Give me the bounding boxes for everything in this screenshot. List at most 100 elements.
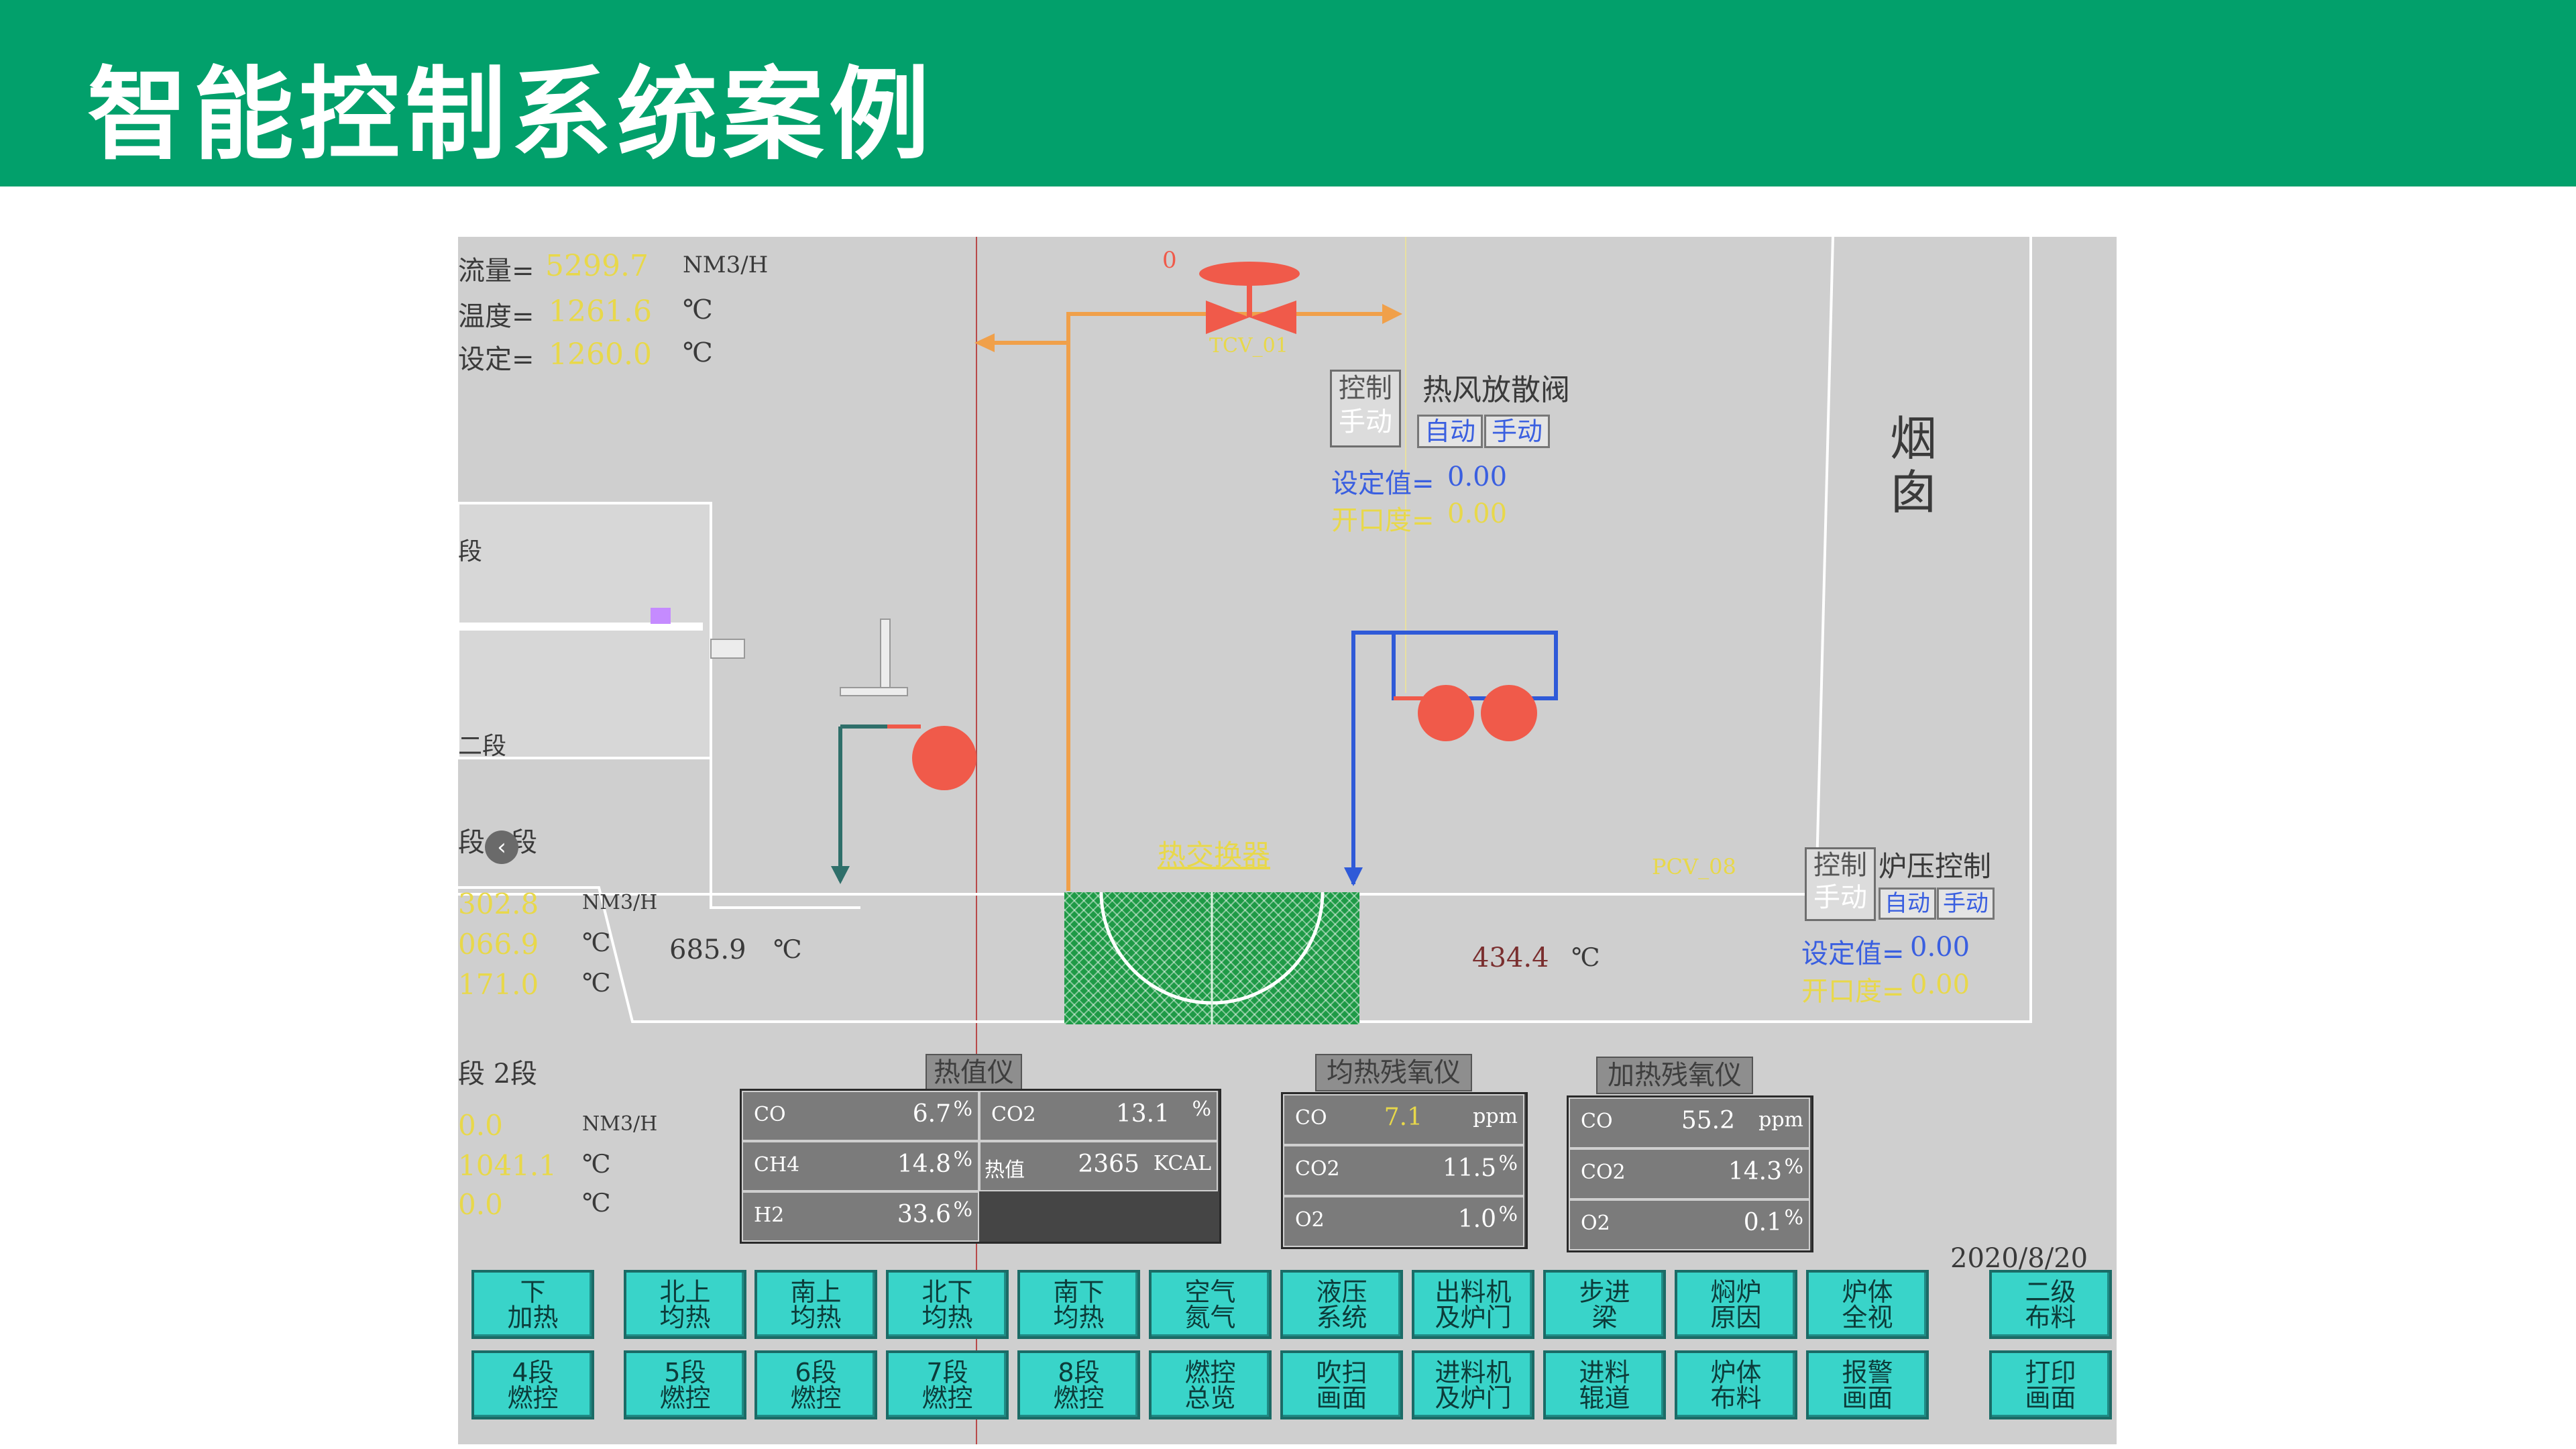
calorimeter-heat-cell: 热值 2365 KCAL (979, 1141, 1218, 1191)
pcv-tag: PCV_08 (1652, 854, 1736, 879)
pressure-temp-value: 434.4 (1472, 943, 1549, 973)
nav-button-2-12[interactable]: 打印 画面 (1989, 1350, 2112, 1419)
nav-button-2-4[interactable]: 7段 燃控 (886, 1350, 1009, 1419)
chimney-label-1: 烟 (1890, 411, 1937, 466)
nav-button-1-10[interactable]: 焖炉 原因 (1675, 1270, 1797, 1339)
setpoint-value: 1260.0 (549, 337, 652, 372)
nav-button-1-4[interactable]: 北下 均热 (886, 1270, 1009, 1339)
heat-oxygen-title: 加热残氧仪 (1596, 1057, 1753, 1094)
cell-label: CO (1295, 1106, 1327, 1130)
hot-air-manual-button[interactable]: 手动 (1484, 415, 1550, 448)
pressure-open-value: 0.00 (1910, 969, 1970, 1000)
nav-back-icon[interactable]: ‹ (485, 830, 518, 864)
cell-unit: % (953, 1097, 972, 1121)
cell-value: 0.1 (1743, 1209, 1782, 1236)
nav-button-1-8[interactable]: 出料机 及炉门 (1412, 1270, 1534, 1339)
nav-button-1-6[interactable]: 空气 氮气 (1149, 1270, 1272, 1339)
pressure-control-title: 炉压控制 (1879, 850, 1992, 883)
heat-o2-cell: O2 0.1 % (1569, 1199, 1810, 1250)
nav-button-2-10[interactable]: 炉体 布料 (1675, 1350, 1797, 1419)
mid-temp-value: 685.9 (669, 934, 746, 965)
cell-label: H2 (754, 1203, 785, 1227)
nav-button-2-7[interactable]: 吹扫 画面 (1280, 1350, 1403, 1419)
cell-value: 2365 (1078, 1150, 1139, 1178)
cell-value: 6.7 (912, 1100, 951, 1128)
nav-button-2-11[interactable]: 报警 画面 (1806, 1350, 1929, 1419)
hot-air-open-value: 0.00 (1447, 498, 1508, 529)
setpoint-label: 设定= (458, 344, 535, 375)
blue-arrow-down (1344, 867, 1363, 886)
valve-handle (1199, 262, 1300, 286)
title-banner: 智能控制系统案例 (0, 0, 2576, 186)
soak-o2-cell: O2 1.0 % (1283, 1196, 1524, 1247)
nav-button-2-3[interactable]: 6段 燃控 (754, 1350, 877, 1419)
cell-unit: % (1784, 1206, 1803, 1230)
cell-value: 7.1 (1384, 1104, 1422, 1131)
heat-exchanger-arc (1099, 892, 1325, 1024)
pressure-set-label: 设定值= (1801, 938, 1905, 969)
nav-button-1-12[interactable]: 二级 布料 (1989, 1270, 2112, 1339)
cell-label: 热值 (985, 1159, 1025, 1182)
base-line (458, 237, 2032, 1023)
hot-air-set-label: 设定值= (1331, 468, 1435, 499)
mid-value-1: 302.8 (458, 888, 539, 920)
low-value-2: 1041.1 (458, 1149, 557, 1182)
nav-button-2-8[interactable]: 进料机 及炉门 (1412, 1350, 1534, 1419)
cell-unit: ppm (1758, 1108, 1803, 1132)
cell-value: 13.1 (1115, 1100, 1170, 1128)
valve-body (1206, 301, 1249, 334)
hot-air-auto-button[interactable]: 自动 (1417, 415, 1483, 448)
cell-value: 1.0 (1457, 1205, 1496, 1233)
nav-button-1-7[interactable]: 液压 系统 (1280, 1270, 1403, 1339)
cell-label: CH4 (754, 1153, 800, 1177)
nav-button-2-6[interactable]: 燃控 总览 (1149, 1350, 1272, 1419)
hot-air-open-label: 开口度= (1331, 505, 1435, 536)
mid-temp-unit: ℃ (773, 934, 802, 964)
nav-button-1-9[interactable]: 步进 梁 (1543, 1270, 1666, 1339)
cell-unit: KCAL (1153, 1152, 1211, 1175)
mid-value-3: 171.0 (458, 968, 539, 1001)
cell-label: CO2 (991, 1103, 1036, 1126)
cell-label: CO (754, 1103, 786, 1126)
mid-value-2: 066.9 (458, 928, 539, 961)
calorimeter-ch4-cell: CH4 14.8 % (742, 1141, 979, 1191)
nav-button-1-1[interactable]: 下 加热 (471, 1270, 594, 1339)
pressure-control-mode[interactable]: 控制 手动 (1805, 847, 1876, 921)
heat-co2-cell: CO2 14.3 % (1569, 1148, 1810, 1199)
manual-mode-label: 手动 (1813, 882, 1867, 913)
process-diagram (458, 237, 2032, 1444)
nav-button-2-1[interactable]: 4段 燃控 (471, 1350, 594, 1419)
soak-oxygen-table: CO 7.1 ppm CO2 11.5 % O2 1.0 % (1281, 1092, 1528, 1249)
left-fan (912, 726, 976, 790)
chimney-label-2: 囱 (1890, 465, 1937, 520)
push-rod (458, 623, 703, 631)
nav-button-1-3[interactable]: 南上 均热 (754, 1270, 877, 1339)
teal-arrow-down (831, 866, 850, 884)
orange-arrow-right (1382, 304, 1402, 324)
cell-unit: % (953, 1198, 972, 1222)
valve-tag: TCV_01 (1209, 334, 1288, 358)
nav-button-2-2[interactable]: 5段 燃控 (624, 1350, 746, 1419)
cell-unit: ppm (1473, 1105, 1518, 1128)
cell-value: 14.8 (897, 1150, 951, 1178)
furnace-seg-label: 段 (458, 538, 483, 566)
nav-button-1-2[interactable]: 北上 均热 (624, 1270, 746, 1339)
hot-air-control-mode[interactable]: 控制 手动 (1330, 370, 1401, 447)
flow-value: 5299.7 (545, 249, 649, 283)
mid-unit-2: ℃ (582, 928, 611, 957)
calorimeter-h2-cell: H2 33.6 % (742, 1191, 979, 1242)
nav-button-2-5[interactable]: 8段 燃控 (1017, 1350, 1140, 1419)
low-unit-2: ℃ (582, 1149, 611, 1179)
soak-co-cell: CO 7.1 ppm (1283, 1094, 1524, 1145)
nav-button-2-9[interactable]: 进料 辊道 (1543, 1350, 1666, 1419)
nav-button-1-11[interactable]: 炉体 全视 (1806, 1270, 1929, 1339)
heat-oxygen-table: CO 55.2 ppm CO2 14.3 % O2 0.1 % (1567, 1095, 1813, 1252)
pressure-manual-button[interactable]: 手动 (1937, 888, 1995, 920)
cell-label: CO (1581, 1110, 1613, 1133)
calorimeter-title: 热值仪 (926, 1054, 1022, 1091)
cell-value: 33.6 (897, 1201, 951, 1228)
valve-zero-value: 0 (1162, 247, 1177, 274)
control-label: 控制 (1813, 850, 1867, 881)
pressure-auto-button[interactable]: 自动 (1879, 888, 1936, 920)
nav-button-1-5[interactable]: 南下 均热 (1017, 1270, 1140, 1339)
